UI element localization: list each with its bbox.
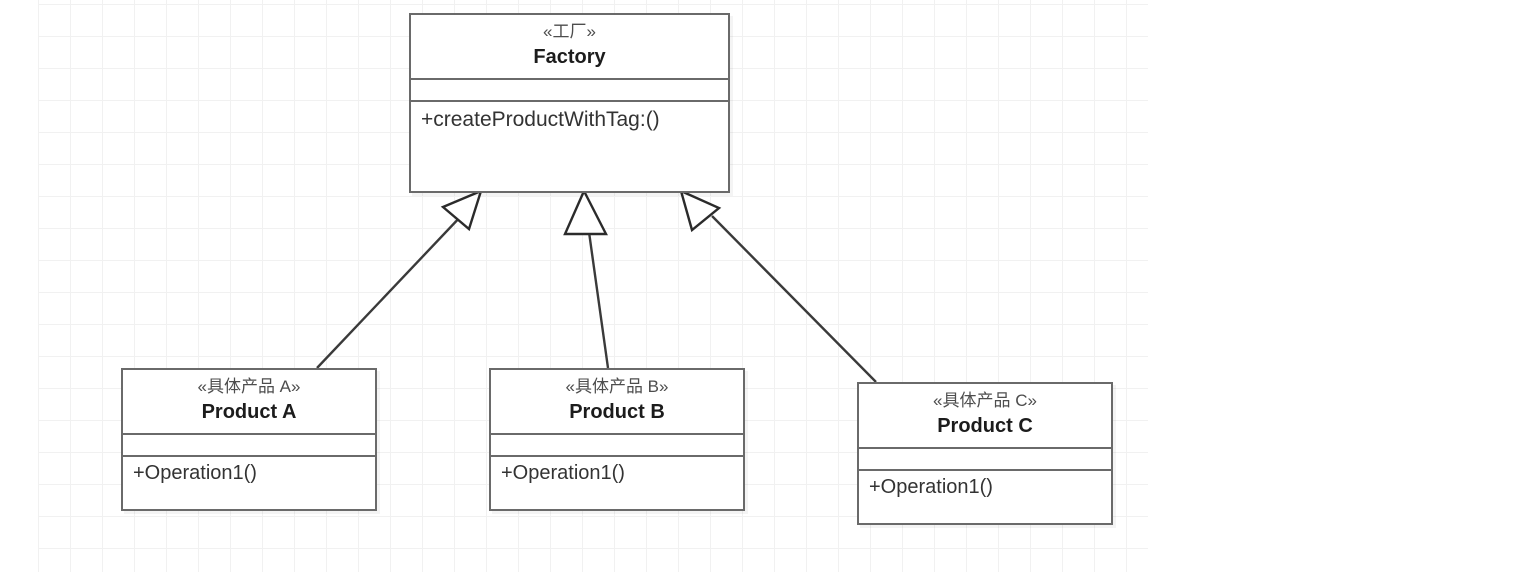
class-name: Product B: [569, 400, 665, 423]
generalization-line-product-a: [316, 213, 464, 369]
class-stereotype: «具体产品 A»: [197, 377, 301, 396]
class-stereotype: «工厂»: [543, 22, 596, 41]
operation-item: +Operation1(): [869, 475, 993, 498]
class-stereotype: «具体产品 C»: [933, 391, 1037, 410]
attributes-compartment: [859, 449, 1111, 469]
class-name: Product A: [201, 400, 297, 423]
class-name: Product C: [937, 414, 1033, 437]
attributes-compartment: [491, 435, 743, 455]
class-header-product-a: «具体产品 A» Product A: [123, 370, 375, 433]
class-header-product-c: «具体产品 C» Product C: [859, 384, 1111, 447]
generalization-product-c: [679, 188, 877, 383]
attributes-compartment: [123, 435, 375, 455]
class-header-product-b: «具体产品 B» Product B: [491, 370, 743, 433]
class-name: Factory: [533, 45, 606, 68]
operation-item: +createProductWithTag:(): [421, 107, 660, 131]
generalization-line-product-c: [711, 215, 877, 383]
operation-item: +Operation1(): [501, 461, 625, 484]
generalization-product-a: [316, 188, 483, 369]
class-box-product-a[interactable]: «具体产品 A» Product A +Operation1(): [121, 368, 377, 511]
attributes-compartment: [411, 80, 728, 100]
hollow-triangle-icon: [679, 188, 722, 233]
hollow-triangle-icon: [563, 188, 608, 236]
generalization-product-b: [563, 188, 610, 369]
class-header-factory: «工厂» Factory: [411, 15, 728, 78]
class-box-factory[interactable]: «工厂» Factory +createProductWithTag:(): [409, 13, 730, 193]
generalization-line-product-b: [587, 231, 610, 369]
class-box-product-b[interactable]: «具体产品 B» Product B +Operation1(): [489, 368, 745, 511]
operation-item: +Operation1(): [133, 461, 257, 484]
class-stereotype: «具体产品 B»: [565, 377, 669, 396]
hollow-triangle-icon: [440, 188, 483, 232]
class-box-product-c[interactable]: «具体产品 C» Product C +Operation1(): [857, 382, 1113, 525]
